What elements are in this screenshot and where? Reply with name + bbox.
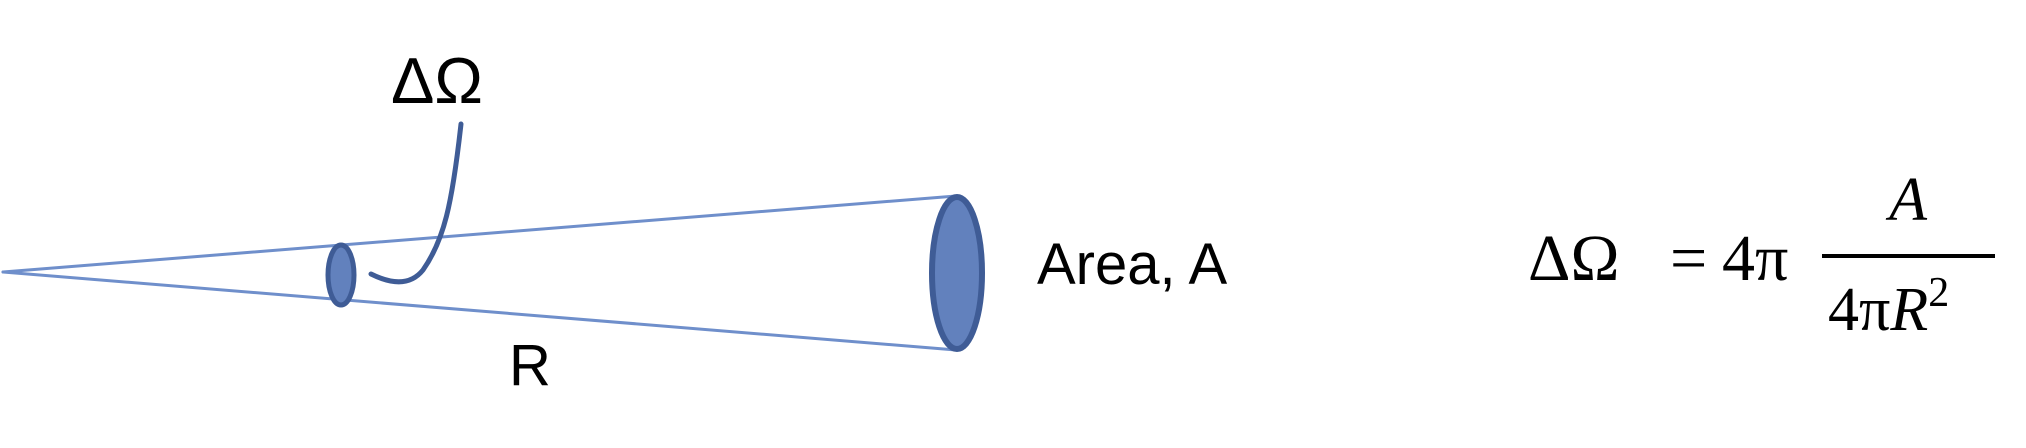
cone-upper-edge bbox=[1, 194, 958, 274]
denominator-coefficient: 4π bbox=[1828, 276, 1890, 344]
fraction-denominator: 4πR2 bbox=[1828, 270, 1949, 344]
denominator-variable: R bbox=[1889, 276, 1928, 344]
solid-angle-equation: ΔΩ = 4π A 4πR2 bbox=[1528, 166, 1995, 344]
fraction-numerator: A bbox=[1885, 166, 1928, 234]
cone-lower-edge bbox=[1, 270, 958, 352]
area-label: Area, A bbox=[1037, 232, 1228, 297]
large-disc-area bbox=[929, 194, 985, 352]
solid-angle-pointer bbox=[368, 121, 464, 285]
equation-factor: 4π bbox=[1722, 222, 1788, 295]
solid-angle-label: ΔΩ bbox=[391, 44, 483, 117]
equation-lhs: ΔΩ bbox=[1528, 222, 1620, 295]
small-disc bbox=[325, 242, 357, 308]
equation-equals: = bbox=[1670, 222, 1707, 295]
distance-label: R bbox=[509, 333, 551, 398]
denominator-exponent: 2 bbox=[1928, 270, 1949, 316]
